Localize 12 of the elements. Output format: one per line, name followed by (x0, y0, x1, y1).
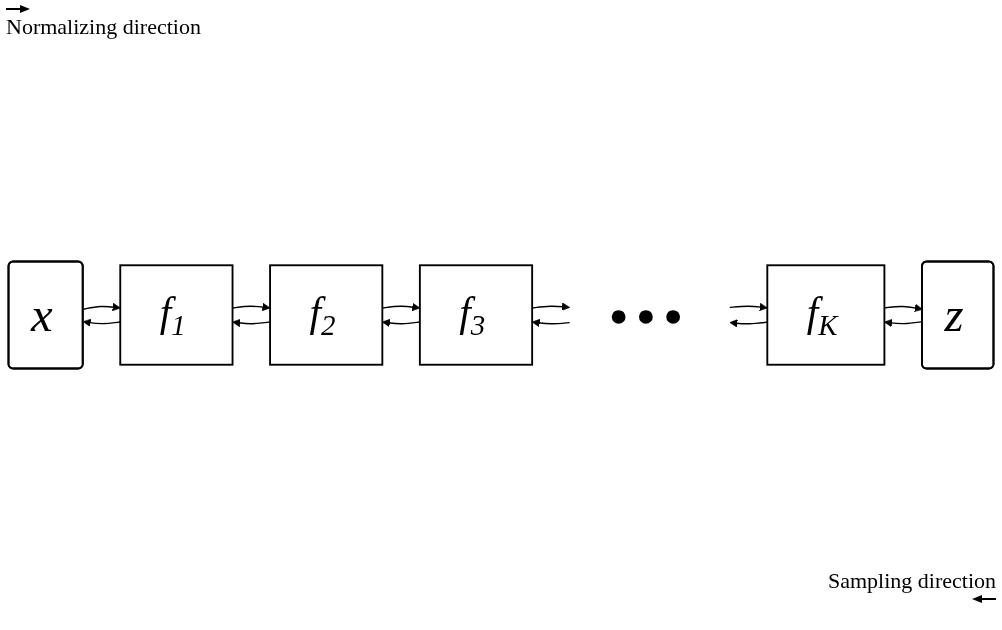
arrow (82, 318, 121, 327)
direction-label: Sampling direction (827, 568, 996, 594)
node-box: f$_{3}$ (418, 264, 534, 366)
arrow (729, 302, 768, 312)
arrow (82, 302, 121, 312)
arrow (232, 318, 271, 328)
arrow (729, 319, 768, 328)
node-text: ● ● ● (609, 297, 683, 333)
node-box: f$_{2}$ (269, 264, 384, 366)
node-box: f$_{1}$ (119, 264, 234, 366)
node-box: f$_{K}$ (766, 264, 886, 366)
direction-label: Normalizing direction (6, 14, 201, 40)
